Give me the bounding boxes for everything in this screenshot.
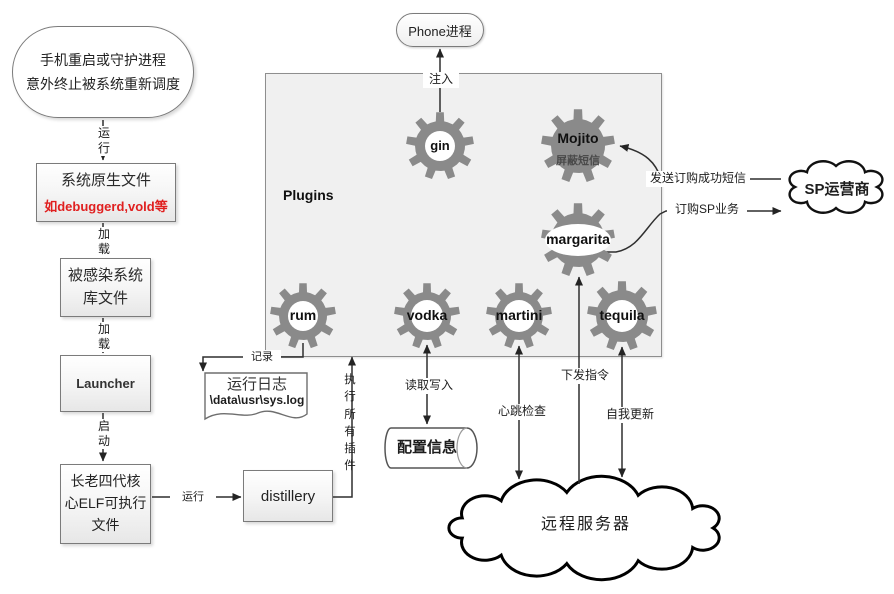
edge-label-load2: 加 载: [95, 322, 113, 352]
config-label: 配置信息: [396, 439, 457, 456]
edge-label-start: 启 动: [95, 419, 113, 449]
gear-margarita-label: margarita: [546, 231, 610, 247]
edge-label-heartbeat: 心跳检查: [494, 404, 550, 420]
edge-label-read-write: 读取写入: [400, 378, 458, 394]
runlog-title: 运行日志: [226, 376, 287, 393]
node-trigger: 手机重启或守护进程 意外终止被系统重新调度: [12, 26, 194, 118]
edge-label-load1: 加 载: [95, 227, 113, 257]
edge-label-issue-cmd: 下发指令: [557, 368, 613, 384]
node-phone-process: Phone进程: [396, 13, 484, 47]
edge-label-exec-plugins: 执 行 所 有 插 件: [344, 374, 356, 473]
runlog-path: \data\usr\sys.log: [209, 393, 305, 407]
gear-martini-label: martini: [495, 307, 543, 323]
gear-vodka-label: vodka: [406, 307, 448, 323]
sp-operator-label: SP运营商: [804, 181, 870, 198]
gear-gin-label: gin: [430, 138, 450, 153]
edge-label-order-sp: 订购SP业务: [667, 202, 747, 218]
node-system-native-title: 系统原生文件: [60, 172, 151, 190]
node-system-native-file: 系统原生文件 如debuggerd,vold等: [36, 163, 176, 222]
edge-label-record: 记录: [243, 350, 281, 365]
node-elf-executable: 长老四代核 心ELF可执行 文件: [60, 464, 151, 544]
gear-tequila-label: tequila: [599, 307, 645, 323]
gear-mojito-sublabel: 屏蔽短信: [556, 155, 600, 167]
remote-server-label: 远程服务器: [540, 516, 631, 533]
gear-mojito-label: Mojito: [557, 130, 599, 146]
edge-label-inject: 注入: [423, 72, 459, 88]
edge-label-run2: 运行: [170, 490, 216, 505]
gear-rum-label: rum: [289, 307, 317, 323]
edge-label-send-order-sms: 发送订购成功短信: [646, 171, 750, 187]
node-launcher: Launcher: [60, 355, 151, 412]
edge-label-self-update: 自我更新: [602, 407, 658, 423]
node-distillery: distillery: [243, 470, 333, 522]
node-infected-lib: 被感染系统 库文件: [60, 258, 151, 317]
node-system-native-subtitle: 如debuggerd,vold等: [44, 198, 168, 214]
edge-label-run1: 运 行: [95, 126, 113, 156]
plugins-box-label: Plugins: [283, 187, 334, 203]
